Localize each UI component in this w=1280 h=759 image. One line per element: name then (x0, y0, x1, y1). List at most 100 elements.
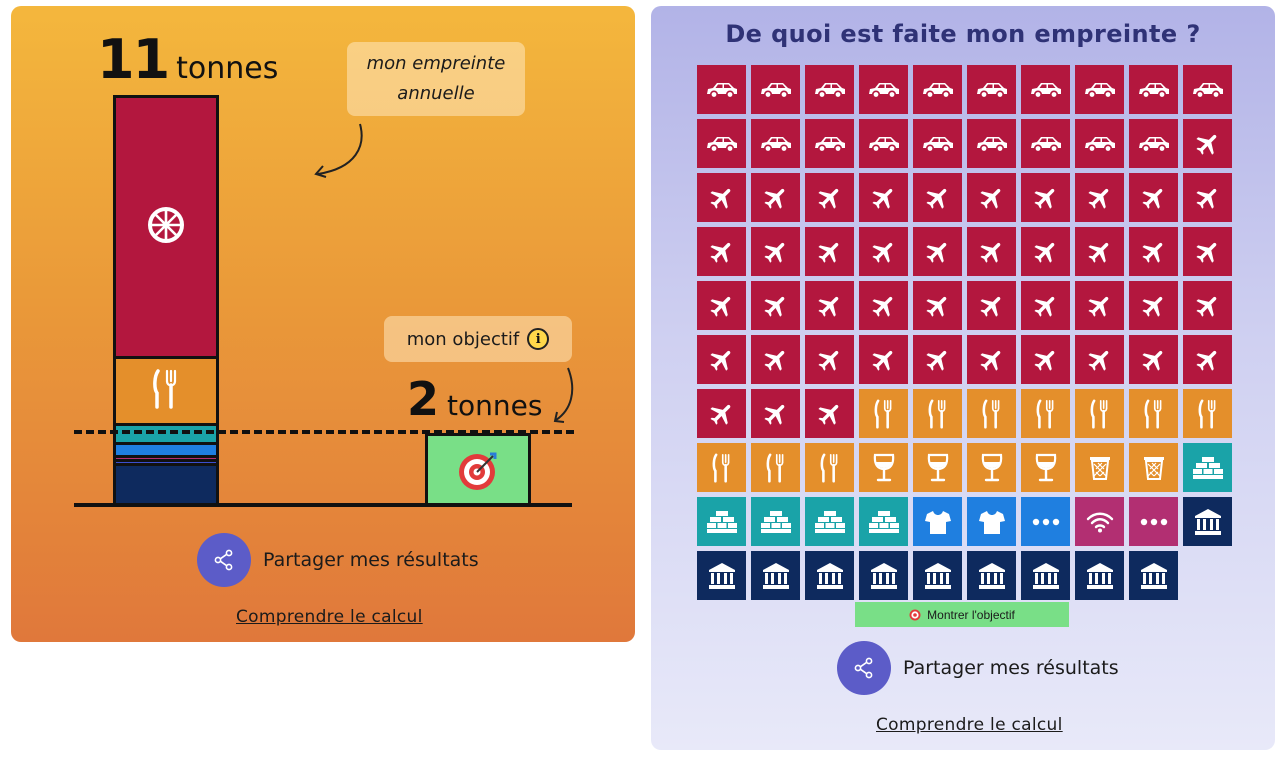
plane-icon (1086, 238, 1114, 266)
plane-icon (924, 184, 952, 212)
cutlery-icon (1035, 399, 1057, 429)
bar-segment-other (116, 462, 216, 466)
grid-cell-bin (1129, 443, 1178, 492)
grid-cell-plane (697, 335, 746, 384)
grid-cell-dots-blue (1021, 497, 1070, 546)
grid-cell-cutlery (859, 389, 908, 438)
car-icon (759, 135, 793, 153)
bar-segment-public (116, 465, 216, 506)
car-icon (921, 135, 955, 153)
grid-cell-plane (1075, 281, 1124, 330)
grid-cell-cutlery (751, 443, 800, 492)
show-objective-button[interactable]: Montrer l'objectif (855, 602, 1069, 627)
grid-cell-building (1183, 497, 1232, 546)
dots-pink-icon (1139, 518, 1169, 526)
building-icon (1086, 562, 1114, 590)
grid-cell-plane (1075, 227, 1124, 276)
plane-icon (1086, 346, 1114, 374)
cutlery-icon (1089, 399, 1111, 429)
plane-icon (1194, 346, 1222, 374)
grid-cell-plane (913, 173, 962, 222)
show-objective-label: Montrer l'objectif (927, 607, 1015, 622)
footprint-bar-panel: 11 tonnes mon empreinte annuelle mon obj… (11, 6, 635, 642)
grid-cell-plane (913, 335, 962, 384)
bin-icon (1088, 455, 1112, 481)
share-results-button[interactable]: Partager mes résultats (197, 533, 479, 587)
grid-cell-building (1129, 551, 1178, 600)
building-icon (1032, 562, 1060, 590)
share-results-button[interactable]: Partager mes résultats (837, 641, 1119, 695)
plane-icon (1086, 292, 1114, 320)
plane-icon (924, 292, 952, 320)
grid-cell-car (697, 119, 746, 168)
car-icon (813, 135, 847, 153)
plane-icon (1032, 184, 1060, 212)
plane-icon (924, 238, 952, 266)
grid-cell-plane (805, 335, 854, 384)
grid-cell-plane (1129, 227, 1178, 276)
building-icon (924, 562, 952, 590)
bin-icon (1142, 455, 1166, 481)
grid-cell-cutlery (967, 389, 1016, 438)
grid-cell-plane (751, 227, 800, 276)
car-icon (921, 81, 955, 99)
building-icon (1140, 562, 1168, 590)
ground-line (74, 503, 572, 507)
understand-calculation-link[interactable]: Comprendre le calcul (876, 715, 1063, 735)
grid-cell-plane (697, 227, 746, 276)
plane-icon (1194, 130, 1222, 158)
plane-icon (762, 238, 790, 266)
grid-cell-plane (751, 335, 800, 384)
grid-cell-wine (967, 443, 1016, 492)
footprint-grid-panel: De quoi est faite mon empreinte ? Montre… (651, 6, 1275, 750)
bricks-icon (760, 510, 791, 534)
plane-icon (816, 292, 844, 320)
building-icon (1194, 508, 1222, 536)
car-icon (975, 81, 1009, 99)
share-icon (854, 657, 873, 679)
grid-cell-car (751, 119, 800, 168)
plane-icon (708, 400, 736, 428)
grid-cell-car (1021, 119, 1070, 168)
grid-cell-plane (697, 389, 746, 438)
grid-cell-plane (1129, 335, 1178, 384)
grid-cell-cutlery (697, 443, 746, 492)
footprint-icon-grid (697, 65, 1232, 600)
grid-cell-plane (913, 227, 962, 276)
wine-icon (872, 453, 896, 483)
bar-segment-digital (116, 458, 216, 463)
plane-icon (762, 292, 790, 320)
bricks-icon (706, 510, 737, 534)
plane-icon (816, 400, 844, 428)
grid-cell-plane (913, 281, 962, 330)
objective-arrow-icon (555, 367, 574, 421)
info-icon[interactable]: i (527, 328, 550, 350)
plane-icon (708, 238, 736, 266)
grid-cell-car (1129, 119, 1178, 168)
grid-cell-cutlery (1183, 389, 1232, 438)
grid-cell-plane (859, 281, 908, 330)
grid-cell-car (1075, 65, 1124, 114)
plane-icon (1194, 238, 1222, 266)
grid-cell-plane (967, 227, 1016, 276)
grid-cell-plane (1021, 227, 1070, 276)
wine-icon (1034, 453, 1058, 483)
car-icon (1083, 81, 1117, 99)
objective-total: 2 tonnes (407, 372, 542, 426)
grid-cell-plane (805, 173, 854, 222)
grid-cell-plane (805, 281, 854, 330)
grid-cell-wine (1021, 443, 1070, 492)
grid-cell-building (751, 551, 800, 600)
annotation-arrows (314, 123, 574, 423)
cutlery-icon (1197, 399, 1219, 429)
footprint-value: 11 (97, 28, 170, 91)
grid-cell-car (697, 65, 746, 114)
cutlery-icon (151, 368, 181, 413)
grid-cell-car (1075, 119, 1124, 168)
understand-calculation-link[interactable]: Comprendre le calcul (236, 607, 423, 627)
grid-cell-plane (1021, 281, 1070, 330)
plane-icon (708, 346, 736, 374)
plane-icon (870, 346, 898, 374)
plane-icon (870, 292, 898, 320)
plane-icon (870, 238, 898, 266)
